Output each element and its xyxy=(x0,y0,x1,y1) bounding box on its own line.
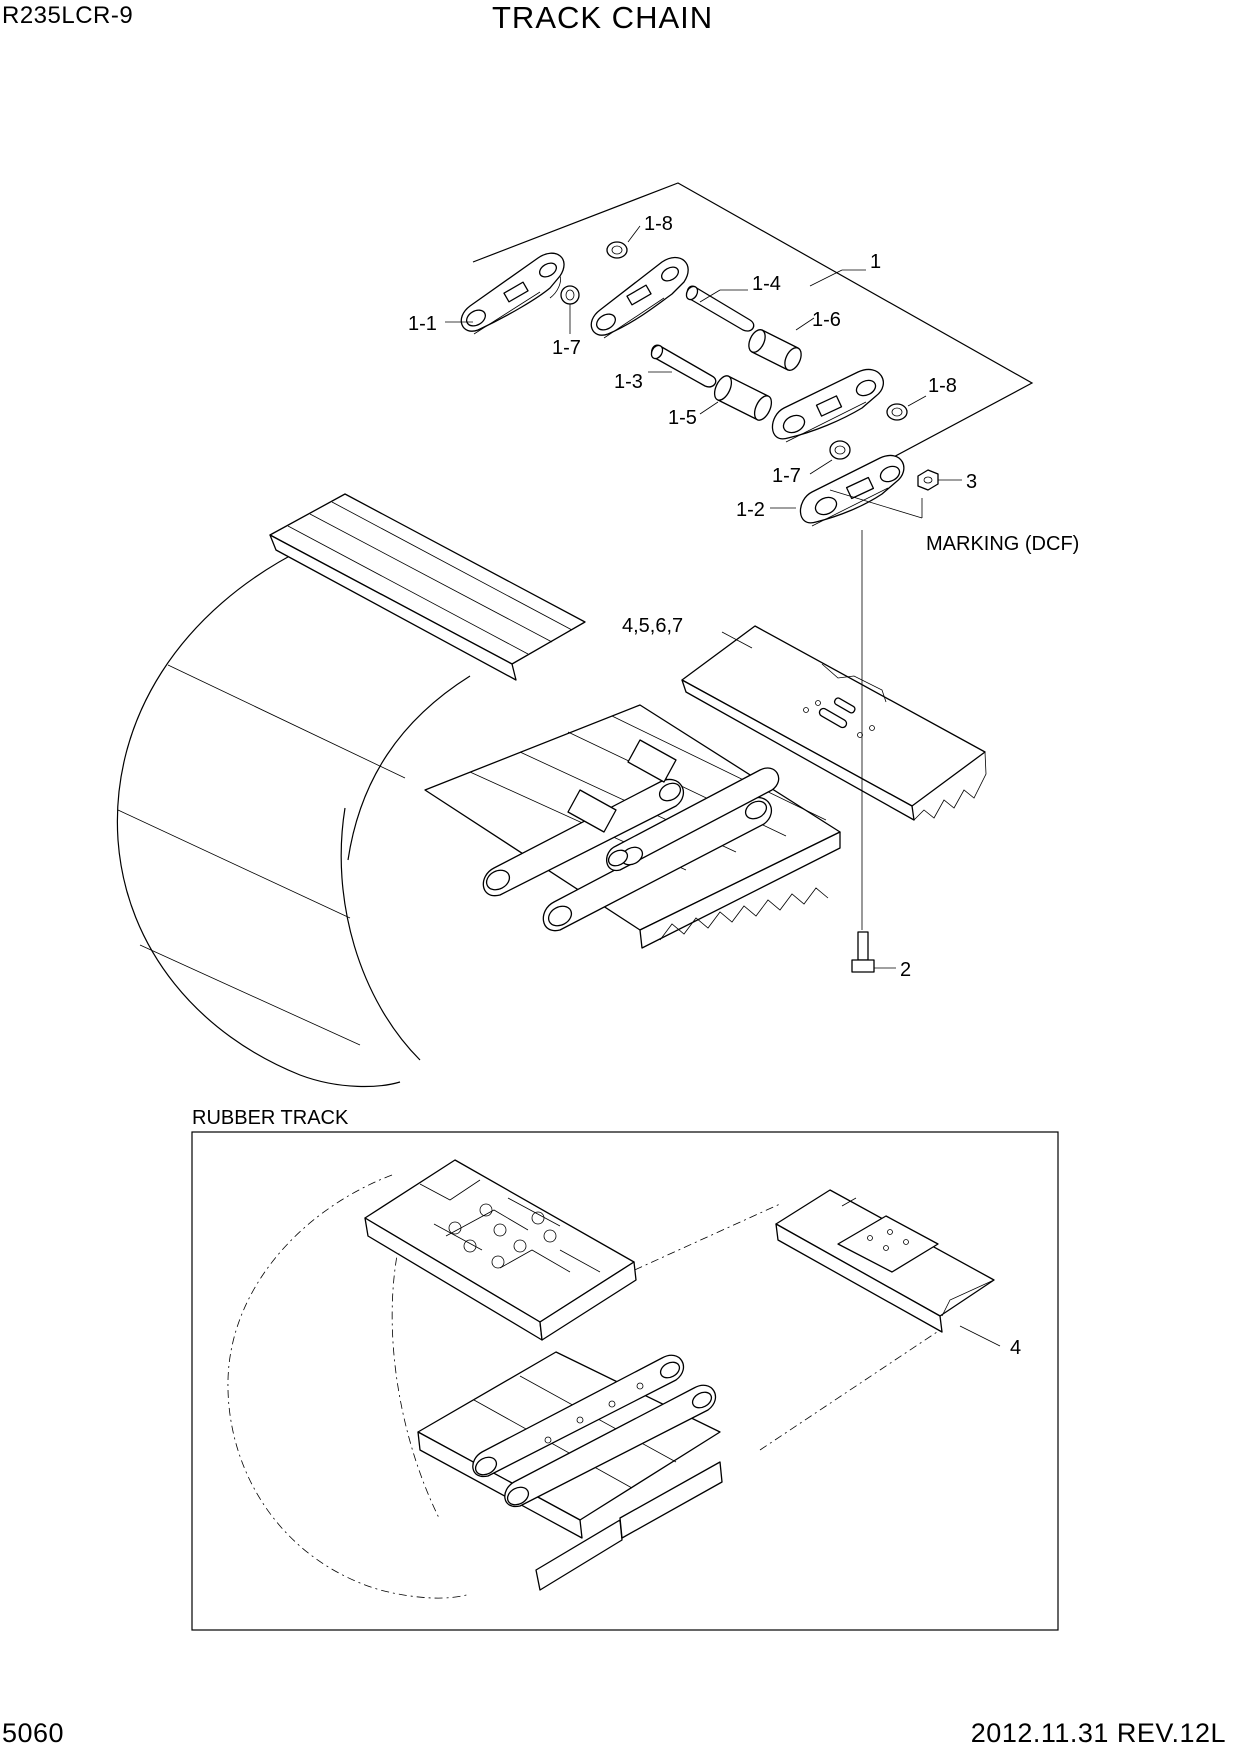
assembly-1-bracket xyxy=(472,182,1034,477)
callout-1-1: 1-1 xyxy=(408,313,437,335)
rubber-track-label: RUBBER TRACK xyxy=(192,1107,349,1129)
callout-1-6: 1-6 xyxy=(812,309,841,331)
pin-1-3 xyxy=(650,344,717,388)
link-1-1-b xyxy=(590,256,689,339)
marking-label: MARKING (DCF) xyxy=(926,533,1079,555)
callout-1: 1 xyxy=(870,251,881,273)
nut-3 xyxy=(917,469,939,491)
page-title: TRACK CHAIN xyxy=(492,0,714,35)
washer-1-7-bottom xyxy=(829,440,851,460)
callout-1-3: 1-3 xyxy=(614,371,643,393)
model-number: R235LCR-9 xyxy=(2,2,134,29)
link-1-2-lower xyxy=(799,454,905,527)
bolt-2 xyxy=(851,931,875,973)
callout-3: 3 xyxy=(966,471,977,493)
link-1-1 xyxy=(460,252,565,335)
callout-labels: 1 1-1 1-8 1-7 1-4 1-6 1-3 1-5 1-8 1-7 1-… xyxy=(408,213,1079,981)
track-chain-assembly xyxy=(116,493,841,1088)
callout-4567: 4,5,6,7 xyxy=(622,615,683,637)
callout-1-2: 1-2 xyxy=(736,499,765,521)
link-1-2-upper xyxy=(771,368,884,443)
washer-1-8-top xyxy=(606,241,628,259)
callout-1-8-right: 1-8 xyxy=(928,375,957,397)
track-shoe-4567 xyxy=(681,625,987,821)
page-number: 5060 xyxy=(2,1718,65,1748)
washer-1-8-right xyxy=(886,403,908,421)
rubber-track-frame xyxy=(191,1131,1059,1631)
callout-1-7-top: 1-7 xyxy=(552,337,581,359)
revision-stamp: 2012.11.31 REV.12L xyxy=(970,1718,1226,1748)
callout-1-8-top: 1-8 xyxy=(644,213,673,235)
callout-1-4: 1-4 xyxy=(752,273,781,295)
bushing-1-5 xyxy=(713,375,773,421)
callout-2: 2 xyxy=(900,959,911,981)
bushing-1-6 xyxy=(748,329,802,371)
callout-1-5: 1-5 xyxy=(668,407,697,429)
callout-1-7-bottom: 1-7 xyxy=(772,465,801,487)
leader-lines xyxy=(445,225,962,969)
pin-1-4 xyxy=(685,285,755,332)
callout-4: 4 xyxy=(1010,1337,1021,1359)
washer-1-7-top xyxy=(560,285,580,305)
rubber-track-assembly xyxy=(227,1159,995,1599)
